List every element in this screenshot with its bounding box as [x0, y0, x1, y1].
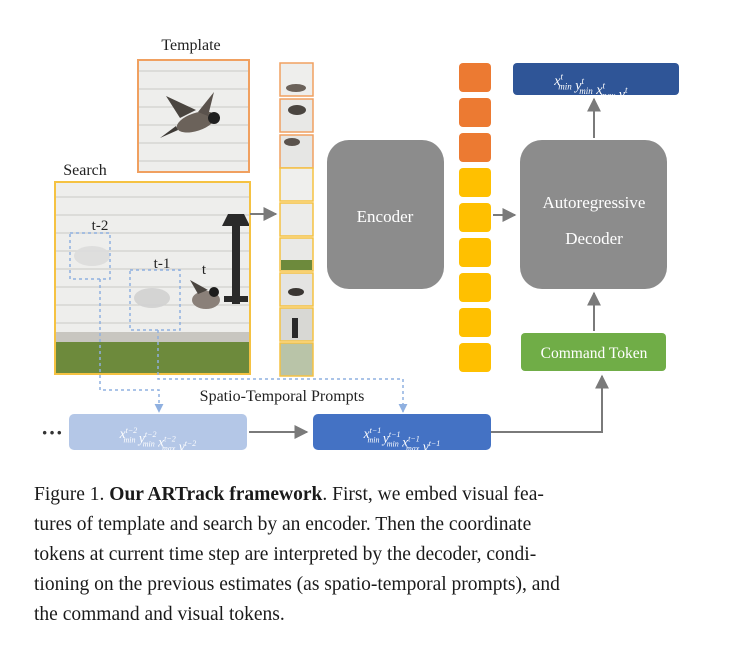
token-sup: t−2	[164, 435, 176, 444]
token-sub: min	[124, 435, 136, 444]
caption-bold: Our ARTrack framework	[109, 484, 323, 505]
token-column	[459, 63, 491, 372]
caption-line-3: tokens at current time step are interpre…	[34, 544, 537, 565]
token-sub: min	[143, 440, 155, 449]
command-token-label: Command Token	[541, 345, 648, 362]
template-image	[137, 59, 250, 173]
token-sub: max	[406, 444, 420, 453]
output-token-box	[513, 63, 679, 95]
token-sup: t−2	[145, 430, 157, 439]
template-label: Template	[161, 37, 220, 54]
token-sub: min	[579, 86, 593, 96]
label-t-minus-2: t-2	[92, 218, 109, 234]
dotted-link-t-minus-1	[157, 330, 408, 413]
token-base: y	[136, 430, 145, 445]
caption-prefix: Figure 1.	[34, 484, 110, 505]
token-base: x	[399, 435, 408, 450]
token-base: y	[175, 439, 184, 454]
label-t: t	[202, 262, 207, 278]
caption-line-5: the command and visual tokens.	[34, 604, 285, 625]
box-t-minus-1	[129, 269, 181, 331]
token-sup: t−1	[429, 439, 441, 448]
caption-line-1: . First, we embed visual fea-	[322, 484, 544, 505]
spatio-temporal-label: Spatio-Temporal Prompts	[200, 388, 365, 405]
token-base: x	[119, 426, 126, 441]
token-base: y	[380, 430, 389, 445]
caption-line-2: tures of template and search by an encod…	[34, 514, 532, 535]
token-base: x	[363, 426, 370, 441]
token-sup: t−1	[389, 430, 401, 439]
box-t-minus-2	[69, 232, 111, 280]
search-image	[54, 181, 251, 375]
prompt-box-t-minus-1	[313, 414, 491, 450]
decoder-label-line2: Decoder	[565, 229, 623, 248]
token-sub: min	[368, 435, 380, 444]
token-sub: max	[600, 90, 615, 100]
token-sup: t−2	[126, 426, 138, 435]
encoder-box	[327, 140, 444, 289]
token-base: y	[615, 87, 626, 102]
token-sup: t−2	[185, 439, 197, 448]
token-sub: max	[183, 448, 197, 457]
token-sub: max	[162, 444, 176, 453]
decoder-box	[520, 140, 667, 289]
token-sup: t−1	[370, 426, 382, 435]
token-base: x	[155, 435, 164, 450]
token-sup: t−1	[408, 435, 420, 444]
patch-column	[279, 62, 314, 377]
token-sub: max	[623, 95, 638, 105]
token-base: y	[419, 439, 428, 454]
token-base: x	[593, 83, 604, 98]
token-base: y	[572, 78, 583, 93]
arrow-prompt-to-command	[491, 374, 609, 433]
token-sup: t	[581, 76, 584, 86]
encoder-label: Encoder	[357, 207, 414, 226]
caption-line-4: tioning on the previous estimates (as sp…	[34, 574, 560, 595]
figure-caption: Figure 1. Our ARTrack framework. First, …	[34, 480, 714, 630]
command-token-box	[521, 333, 666, 371]
artrack-diagram: Template Search t-2 t-1 t	[40, 37, 679, 457]
token-sub: min	[558, 81, 572, 91]
token-sup: t	[625, 85, 628, 95]
token-sub: min	[387, 440, 399, 449]
token-sub: max	[427, 448, 441, 457]
dotted-link-t-minus-2	[99, 279, 164, 413]
prompt-box-t-minus-2	[69, 414, 247, 450]
search-label: Search	[63, 162, 107, 179]
token-sup: t	[561, 72, 564, 82]
token-base: x	[553, 74, 561, 89]
ellipsis: ···	[41, 420, 63, 445]
decoder-label-line1: Autoregressive	[543, 193, 646, 212]
label-t-minus-1: t-1	[154, 256, 171, 272]
token-sup: t	[602, 81, 605, 91]
